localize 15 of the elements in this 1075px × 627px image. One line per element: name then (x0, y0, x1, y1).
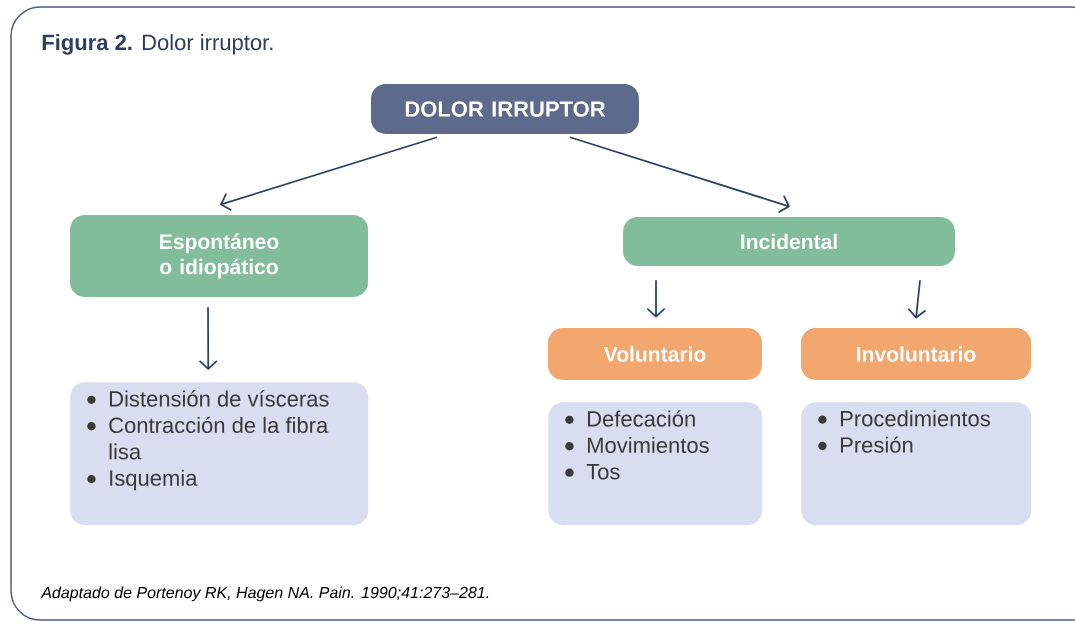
list-box: Procedimientos Presión (801, 402, 1032, 526)
list-box: Distensión de vísceras Contracción de la fibra lisa Isquemia (70, 382, 369, 526)
category-box: Espontáneo o idiopático (70, 215, 368, 297)
source-note: Adaptado de Portenoy RK, Hagen NA. Pain. 1990;41:273–281. (40, 586, 489, 602)
arrow (907, 279, 927, 319)
category-box: DOLOR IRRUPTOR (371, 84, 639, 134)
list-box: Defecación Movimientos Tos (548, 402, 763, 526)
subcategory-box: Voluntario (548, 328, 762, 380)
arrow (646, 279, 666, 318)
arrow (220, 136, 438, 212)
subcategory-box: Involuntario (801, 328, 1031, 380)
arrow (198, 306, 218, 370)
arrow (569, 136, 790, 214)
figure-title: Figura 2. Dolor irruptor. (42, 34, 273, 55)
category-box: Incidental (623, 217, 955, 266)
